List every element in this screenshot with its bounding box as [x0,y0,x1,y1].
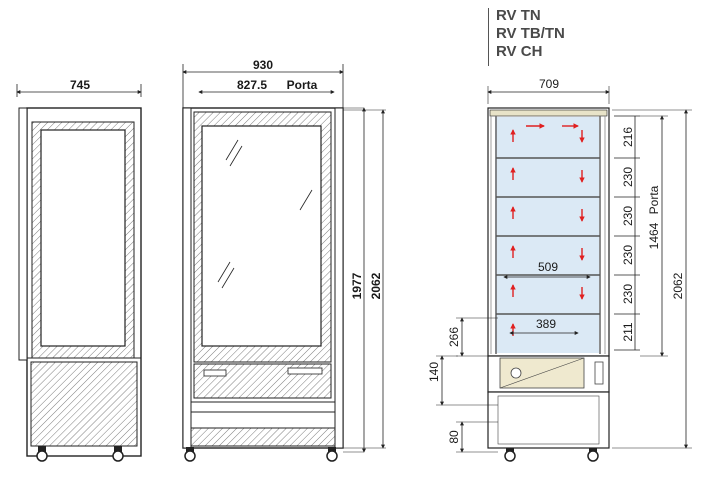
model-list: RV TN RV TB/TN RV CH [496,7,565,61]
section-door-label: Porta [647,185,661,214]
offset-140-label: 140 [427,362,441,382]
door-depth-label: 827.5 [237,78,267,92]
caster [36,446,48,462]
front-view: 745 [16,78,142,462]
door-label: Porta [287,78,318,92]
total-height-label: 2062 [369,272,383,299]
offset-80-label: 80 [447,430,461,444]
caster [184,447,196,462]
shelf-width-lower-label: 389 [536,317,556,331]
front-width-label: 745 [70,78,90,92]
model-name: RV TB/TN [496,25,565,42]
shelf-spacing-label: 230 [621,245,635,265]
caster [326,447,338,462]
door-height-label: 1977 [350,272,364,299]
caster [112,446,124,462]
side-view: 930 827.5 Porta 1977 2062 [182,58,386,462]
caster [504,448,516,462]
shelf-spacing-label: 230 [621,167,635,187]
section-door-height-label: 1464 [647,222,661,249]
model-name: RV TN [496,7,541,24]
side-depth-label: 930 [253,58,273,72]
offset-266-label: 266 [447,327,461,347]
section-view: 709 509 389 [427,77,692,462]
shelf-width-upper-label: 509 [538,260,558,274]
airflow-arrows [510,123,585,336]
caster [587,448,599,462]
section-total-height-label: 2062 [671,272,685,299]
model-name: RV CH [496,43,543,60]
shelf-spacing-label: 216 [621,127,635,147]
shelf-spacing-label: 230 [621,284,635,304]
shelf-spacing-label: 211 [621,322,635,341]
section-width-label: 709 [539,77,559,91]
shelf-spacing-label: 230 [621,206,635,226]
shelf-spacing-dims [614,115,640,351]
header-rule [488,8,489,66]
